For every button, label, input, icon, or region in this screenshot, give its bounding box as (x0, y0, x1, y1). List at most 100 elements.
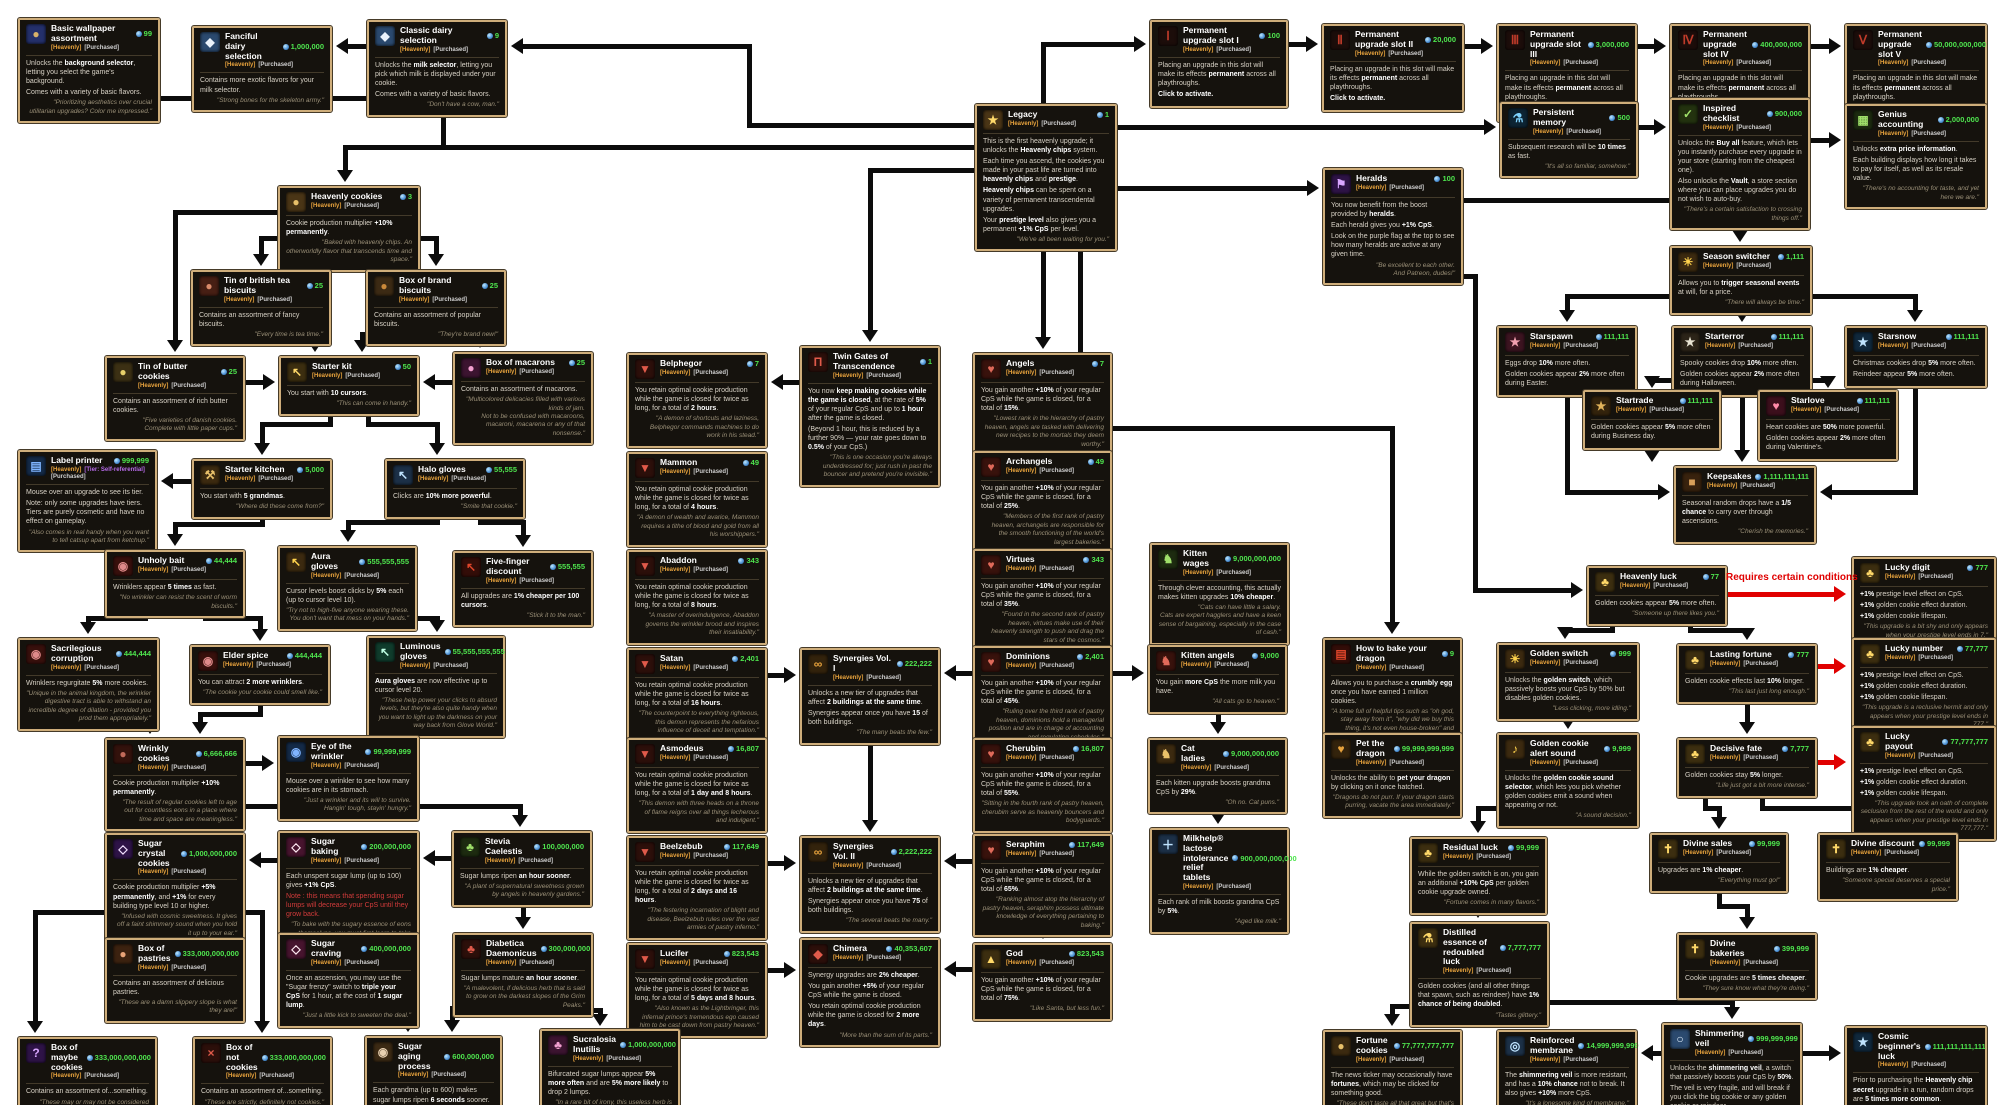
upgrade-description: Contains an assortment of macarons. (461, 386, 578, 393)
upgrade-title: Eye of the wrinkler (311, 741, 352, 761)
upgrade-tags: [Heavenly][Purchased] (418, 475, 487, 482)
upgrade-flavor-quote: "Multicolored delicacies filled with var… (466, 396, 585, 437)
connector-line (477, 519, 526, 525)
upgrade-price: 823,543 (1068, 949, 1104, 959)
upgrade-flavor-quote: "Stick it to the man." (526, 611, 585, 619)
upgrade-flavor-quote: "This upgrade is a bit shy and only appe… (1863, 623, 1988, 639)
upgrade-description: Seasonal random drops have a 1/5 chance … (1682, 500, 1791, 526)
upgrade-description: Golden cookies (and all other things tha… (1418, 983, 1540, 1009)
upgrade-title: Kitten angels (1181, 650, 1235, 660)
upgrade-tags: [Heavenly][Purchased] (1530, 60, 1599, 67)
upgrade-price: 55,555,555,555 (444, 642, 505, 662)
connector-line (343, 43, 370, 49)
heavenly-chip-icon (742, 459, 749, 466)
upgrade-description: Synergy upgrades are 2% cheaper.You gain… (808, 972, 924, 1029)
connector-line (430, 855, 455, 861)
connector-line (172, 521, 178, 539)
heavenly-chip-icon (1252, 652, 1259, 659)
arrowhead (512, 815, 528, 827)
heavenly-chip-icon (1749, 840, 1756, 847)
upgrade-description: Each kitten upgrade boosts grandma CpS b… (1156, 779, 1271, 796)
connector-line (1077, 191, 1083, 431)
upgrade-price: 16,807 (728, 744, 759, 754)
upgrade-title: Heavenly cookies (311, 191, 383, 201)
connector-line (1716, 880, 1722, 909)
upgrade-tags: [Heavenly][Purchased] (660, 566, 729, 573)
label-printer-icon: ▤ (26, 456, 46, 476)
upgrade-flavor-quote: "Found in the second rank of pastry heav… (991, 611, 1104, 644)
connector-line (227, 909, 265, 915)
upgrade-flavor-quote: "Less clicking, more idling." (1552, 705, 1631, 713)
upgrade-price: 99,999,999,999 (1393, 739, 1454, 759)
heavenly-chip-icon (896, 660, 903, 667)
heavenly-chip-icon (1077, 653, 1084, 660)
connector-line (257, 615, 263, 634)
upgrade-price: 99,999 (1919, 839, 1950, 849)
upgrade-tags: [Heavenly][Tier: Self-referential][Purch… (51, 466, 145, 480)
upgrade-price: 100 (1259, 26, 1280, 46)
upgrade-title: Lucky number (1885, 643, 1944, 653)
heavenly-chip-icon (1073, 745, 1080, 752)
upgrade-title: Residual luck (1443, 842, 1498, 852)
upgrade-tags: [Heavenly][Purchased] (486, 577, 555, 584)
heavenly-chip-icon (1766, 110, 1773, 117)
heralds-icon: ⚑ (1331, 174, 1351, 194)
upgrade-title: Luminous gloves (400, 641, 441, 661)
upgrade-price: 2,000,000 (1937, 110, 1979, 130)
synergies-vol-2-icon: ∞ (808, 842, 828, 862)
heavenly-chip-icon (1945, 333, 1952, 340)
upgrade-description: Cookie production multiplier +10% perman… (113, 779, 220, 796)
upgrade-description: You retain optimal cookie production whi… (635, 584, 749, 610)
upgrade-flavor-quote: "Everything must go!" (1717, 877, 1780, 885)
upgrade-tags: [Heavenly][Purchased] (1356, 759, 1425, 766)
upgrade-flavor-quote: "It's a lonesome kind of membrane." (1525, 1100, 1629, 1105)
upgrade-description: You gain more CpS the more milk you have… (1156, 679, 1276, 696)
sucralosia-inutilis-icon: ♣ (548, 1035, 568, 1055)
mammon-icon: ▼ (635, 458, 655, 478)
connector-line (867, 699, 873, 825)
permanent-upgrade-slot-2-icon: Ⅱ (1330, 30, 1350, 50)
upgrade-description: Aura gloves are now effective up to curs… (375, 677, 488, 694)
arrowhead (1739, 628, 1755, 640)
upgrade-tags: [Heavenly][Purchased] (311, 857, 380, 864)
upgrade-title: Stevia Caelestis (485, 836, 523, 856)
heavenly-chip-icon (1610, 650, 1617, 657)
upgrade-tags: [Heavenly][Purchased] (485, 857, 554, 864)
upgrade-price: 9,000 (1252, 651, 1279, 661)
connector-line (345, 519, 351, 535)
wrinkly-cookies-icon: ● (113, 744, 133, 764)
upgrade-flavor-quote: "In a rare bit of irony, this useless he… (555, 1099, 672, 1105)
upgrade-flavor-quote: "Cats can have little a salary.Cats are … (1158, 603, 1281, 637)
connector-line (85, 615, 148, 621)
upgrade-price: 7,777,777 (1499, 928, 1541, 967)
upgrade-description: Once an ascension, you may use the "Suga… (286, 974, 403, 1009)
heavenly-chip-icon (1942, 738, 1949, 745)
connector-line (430, 379, 456, 385)
upgrade-price: 77,777,777,777 (1393, 1036, 1454, 1056)
upgrade-title: Starterror (1705, 331, 1745, 341)
upgrade-flavor-quote: "Someone special deserves a special pric… (1842, 877, 1950, 893)
upgrade-flavor-quote: "These are strictly, definitely not cook… (204, 1098, 324, 1105)
upgrade-price: 50 (394, 362, 411, 372)
upgrade-description: While the golden switch is on, you gain … (1418, 871, 1539, 897)
upgrade-flavor-quote: "Aged like milk." (1234, 918, 1281, 926)
arrowhead (262, 755, 274, 771)
heavenly-cookies-icon: ● (286, 192, 306, 212)
connector-line (1609, 619, 1615, 633)
connector-line (242, 760, 267, 766)
upgrade-tags: [Heavenly][Purchased] (1356, 184, 1425, 191)
upgrade-title: Permanent upgrade slot III (1530, 29, 1582, 59)
